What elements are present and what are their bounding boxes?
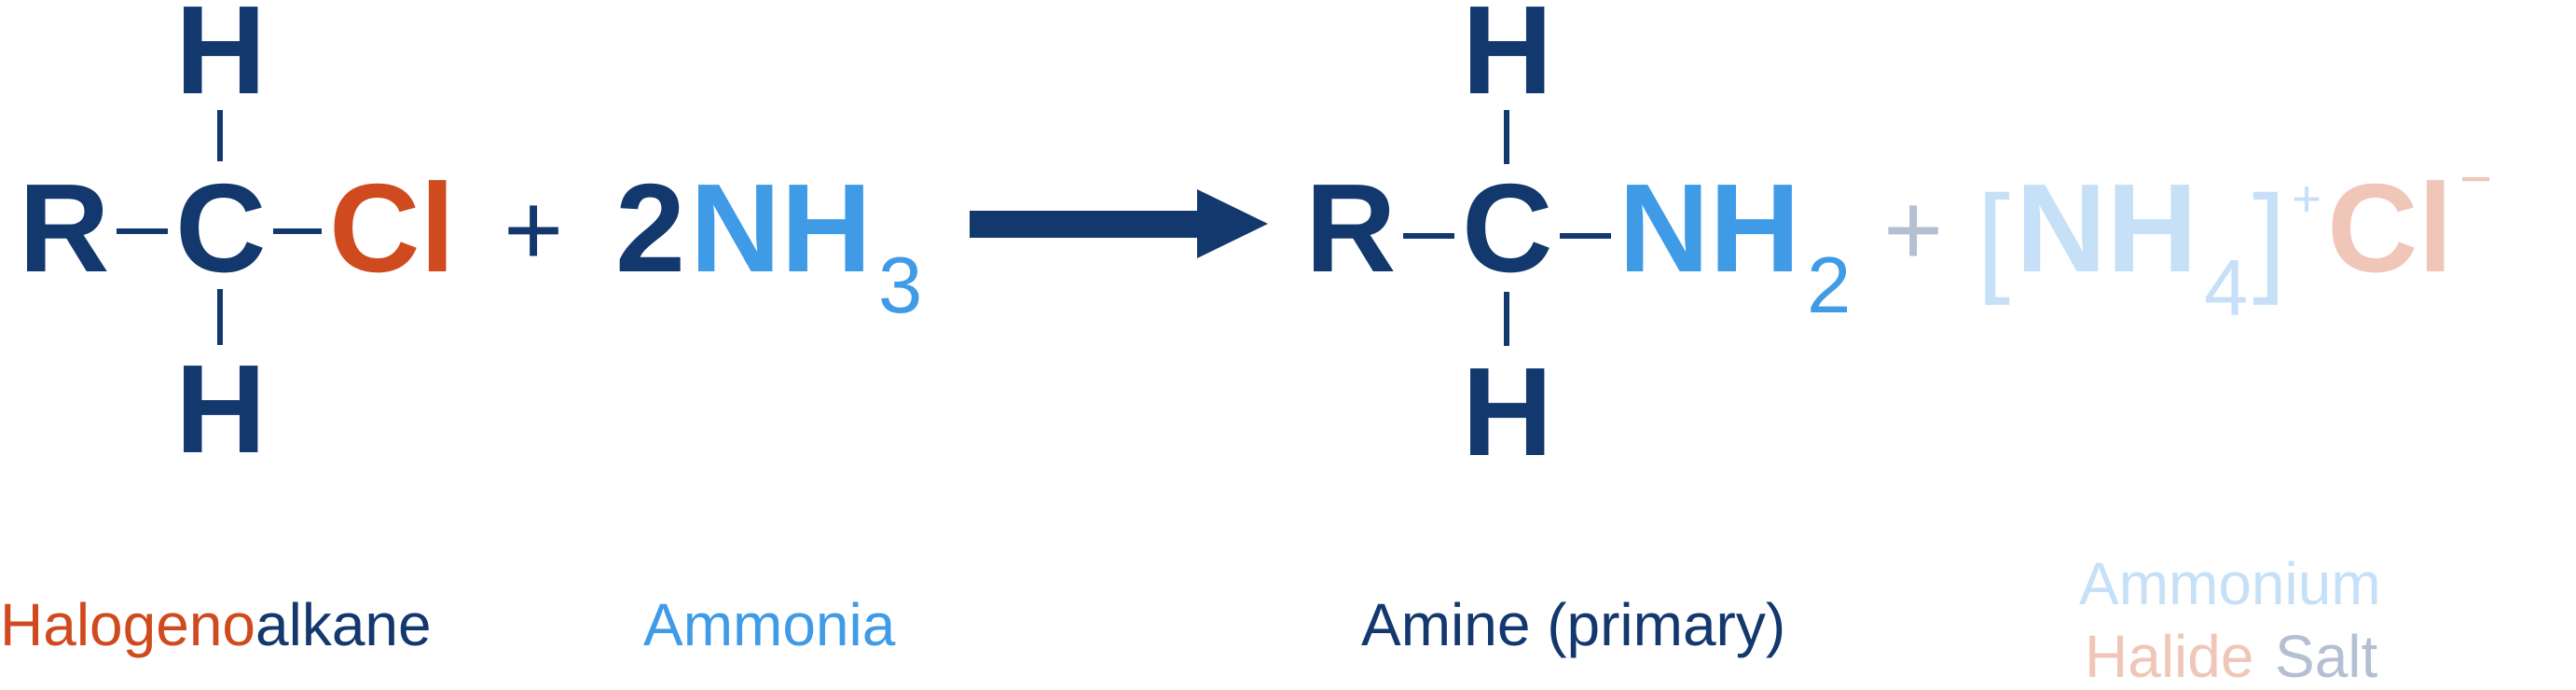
ammonia-formula: 2 NH 3 — [615, 158, 922, 330]
bond-c-h-bottom — [1504, 292, 1509, 346]
amine-structure: R C NH 2 H H — [1305, 0, 1851, 482]
label-salt: Salt — [2275, 623, 2378, 690]
label-halogeno: Halogeno — [0, 591, 255, 658]
open-bracket: [ — [1977, 170, 2010, 306]
atom-r: R — [1305, 158, 1397, 298]
amine-subscript: 2 — [1807, 242, 1851, 330]
ammonium-nh: NH — [2016, 158, 2197, 298]
bond-c-h-top — [217, 110, 223, 161]
atom-c: C — [1462, 158, 1553, 298]
ammonium-subscript: 4 — [2204, 244, 2248, 333]
atom-h-top: H — [1462, 0, 1553, 120]
halogenoalkane-structure: R C Cl H H — [19, 0, 455, 479]
ammonia-nh: NH — [690, 158, 872, 298]
ammonium-chloride-formula: [ NH 4 ] + Cl − — [1977, 147, 2492, 333]
atom-c: C — [175, 158, 267, 298]
amine-nh: NH — [1619, 158, 1800, 298]
atom-h-top: H — [175, 0, 267, 120]
bond-c-h-bottom — [217, 289, 223, 345]
label-halide: Halide — [2085, 623, 2253, 690]
reaction-arrow-icon — [970, 189, 1268, 258]
bond-c-cl — [273, 228, 322, 234]
atom-h-bottom: H — [1462, 341, 1553, 482]
atom-cl: Cl — [329, 158, 455, 298]
negative-charge: − — [2459, 147, 2492, 210]
atom-h-bottom: H — [175, 338, 267, 479]
label-amine: Amine (primary) — [1361, 591, 1785, 658]
bond-r-c — [1403, 233, 1454, 239]
coefficient: 2 — [615, 158, 685, 298]
positive-charge: + — [2292, 170, 2321, 228]
label-ammonium: Ammonium — [2079, 550, 2381, 617]
bond-c-h-top — [1504, 110, 1509, 164]
chloride-anion: Cl — [2327, 158, 2453, 298]
atom-r: R — [19, 158, 110, 298]
label-halogenoalkane: Halogenoalkane — [0, 591, 432, 658]
close-bracket: ] — [2252, 170, 2286, 306]
plus-sign-2: + — [1883, 172, 1943, 287]
ammonia-subscript: 3 — [878, 242, 922, 330]
label-alkane: alkane — [255, 591, 432, 658]
plus-sign-1: + — [503, 172, 563, 287]
label-ammonia: Ammonia — [643, 591, 896, 658]
bond-r-c — [117, 228, 168, 234]
bond-c-n — [1560, 233, 1611, 239]
